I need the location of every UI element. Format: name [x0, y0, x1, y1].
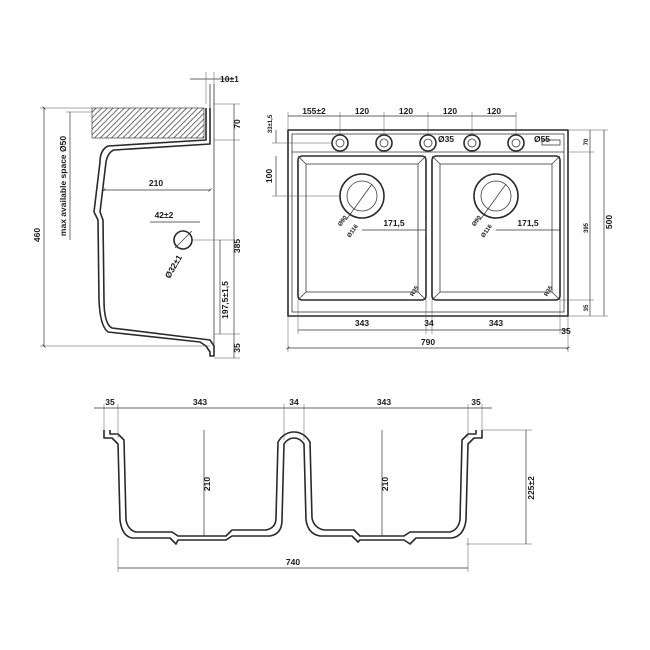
dim-top-offset: 10±1 [220, 74, 239, 84]
top-bowl-width-right: 343 [489, 318, 503, 328]
front-view: 35 343 34 343 35 210 210 225±2 740 [94, 397, 536, 572]
tap-row-offset: 33±1,5 [268, 114, 274, 133]
front-bridge: 34 [289, 397, 299, 407]
front-height-total: 225±2 [526, 476, 536, 500]
front-bowl-depth-left: 210 [202, 477, 212, 491]
top-bowl-width-left: 343 [355, 318, 369, 328]
top-width-total: 790 [421, 337, 435, 347]
drain-outer-label-right: Ø116 [481, 223, 495, 239]
dim-outlet-height: 197,5±1,5 [220, 281, 230, 319]
top-rim-right: 35 [561, 326, 571, 336]
logo-plate [541, 139, 561, 146]
side-profile [93, 108, 215, 357]
tap-holes [331, 134, 525, 152]
front-profile [103, 430, 483, 545]
dim-outlet-dia: 42±2 [155, 210, 174, 220]
top-depth-total: 500 [604, 215, 614, 229]
top-depth-inner: 395 [584, 222, 590, 233]
corner-radius-left: R35 [410, 285, 421, 298]
drain-offset-side-left: 171,5 [383, 218, 405, 228]
drain-offset-side-right: 171,5 [517, 218, 539, 228]
dim-height-total: 460 [32, 228, 42, 242]
top-right-rim: 70 [584, 138, 590, 145]
side-view: 10±1 460 max available space Ø50 70 385 … [32, 72, 242, 359]
drain-inner-label-left: Ø90 [337, 215, 349, 228]
front-bowl-depth-right: 210 [380, 477, 390, 491]
drain-offset-top: 100 [264, 169, 274, 183]
drain-inner-label-right: Ø90 [471, 215, 483, 228]
front-rim-left: 35 [105, 397, 115, 407]
tap-spacing-1: 120 [355, 106, 369, 116]
max-space-note: max available space Ø50 [58, 136, 68, 236]
corner-radius-right: R35 [544, 285, 555, 298]
front-width-total: 740 [286, 557, 300, 567]
front-bowl-right: 343 [377, 397, 391, 407]
tap-hole-left-label: Ø35 [438, 134, 454, 144]
dim-reach: 210 [149, 178, 163, 188]
dim-depth: 385 [232, 239, 242, 253]
top-bridge: 34 [424, 318, 434, 328]
top-view: 155±2 120 120 120 120 Ø35 Ø55 33±1,5 100… [264, 106, 614, 352]
dim-rim: 70 [232, 119, 242, 129]
right-bowl [431, 155, 561, 301]
tap-spacing-4: 120 [487, 106, 501, 116]
tap-spacing-2: 120 [399, 106, 413, 116]
tap-spacing-0: 155±2 [302, 106, 326, 116]
dim-outlet-radius: Ø32±1 [163, 253, 185, 280]
tap-spacing-3: 120 [443, 106, 457, 116]
front-rim-right: 35 [471, 397, 481, 407]
left-bowl [297, 155, 427, 301]
countertop-section [91, 107, 205, 139]
front-bowl-left: 343 [193, 397, 207, 407]
drain-outer-label-left: Ø116 [347, 223, 361, 239]
tap-hole-right-label: Ø55 [534, 134, 550, 144]
top-rim-bottom: 35 [584, 304, 590, 311]
dim-bottom: 35 [232, 343, 242, 353]
